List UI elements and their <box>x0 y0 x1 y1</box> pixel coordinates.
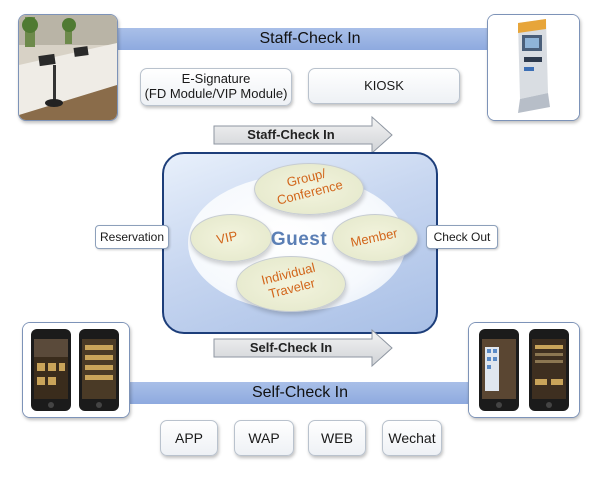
reservation-box[interactable]: Reservation <box>95 225 169 249</box>
self-check-in-arrow-label: Self-Check In <box>249 340 333 355</box>
web-channel-label: WEB <box>321 430 353 446</box>
check-out-box[interactable]: Check Out <box>426 225 498 249</box>
left-phones-frame <box>22 322 130 418</box>
wap-channel-label: WAP <box>248 430 280 446</box>
staff-check-in-arrow-label: Staff-Check In <box>247 127 335 142</box>
wechat-channel-button[interactable]: Wechat <box>382 420 442 456</box>
self-check-in-title: Self-Check In <box>251 384 349 401</box>
wap-channel-button[interactable]: WAP <box>234 420 294 456</box>
individual-traveler-disc <box>236 256 346 312</box>
vip-disc <box>190 214 272 262</box>
front-desk-photo <box>18 14 118 121</box>
staff-check-in-title: Staff-Check In <box>259 30 361 47</box>
e-signature-option[interactable]: E-Signature (FD Module/VIP Module) <box>140 68 292 106</box>
e-signature-label: E-Signature <box>181 71 251 86</box>
group-conference-disc <box>254 163 364 215</box>
app-channel-button[interactable]: APP <box>160 420 218 456</box>
kiosk-label: KIOSK <box>364 78 404 93</box>
self-check-in-arrow <box>213 328 393 368</box>
staff-check-in-arrow <box>213 115 393 155</box>
kiosk-photo <box>487 14 580 121</box>
right-phones-frame <box>468 322 580 418</box>
wechat-channel-label: Wechat <box>388 430 436 446</box>
member-disc <box>332 214 418 262</box>
guest-title: Guest <box>270 229 328 250</box>
e-signature-modules-label: (FD Module/VIP Module) <box>144 86 288 101</box>
app-channel-label: APP <box>174 430 203 446</box>
kiosk-option[interactable]: KIOSK <box>308 68 460 104</box>
self-check-in-band <box>120 382 478 404</box>
web-channel-button[interactable]: WEB <box>308 420 366 456</box>
staff-check-in-band <box>106 28 498 50</box>
